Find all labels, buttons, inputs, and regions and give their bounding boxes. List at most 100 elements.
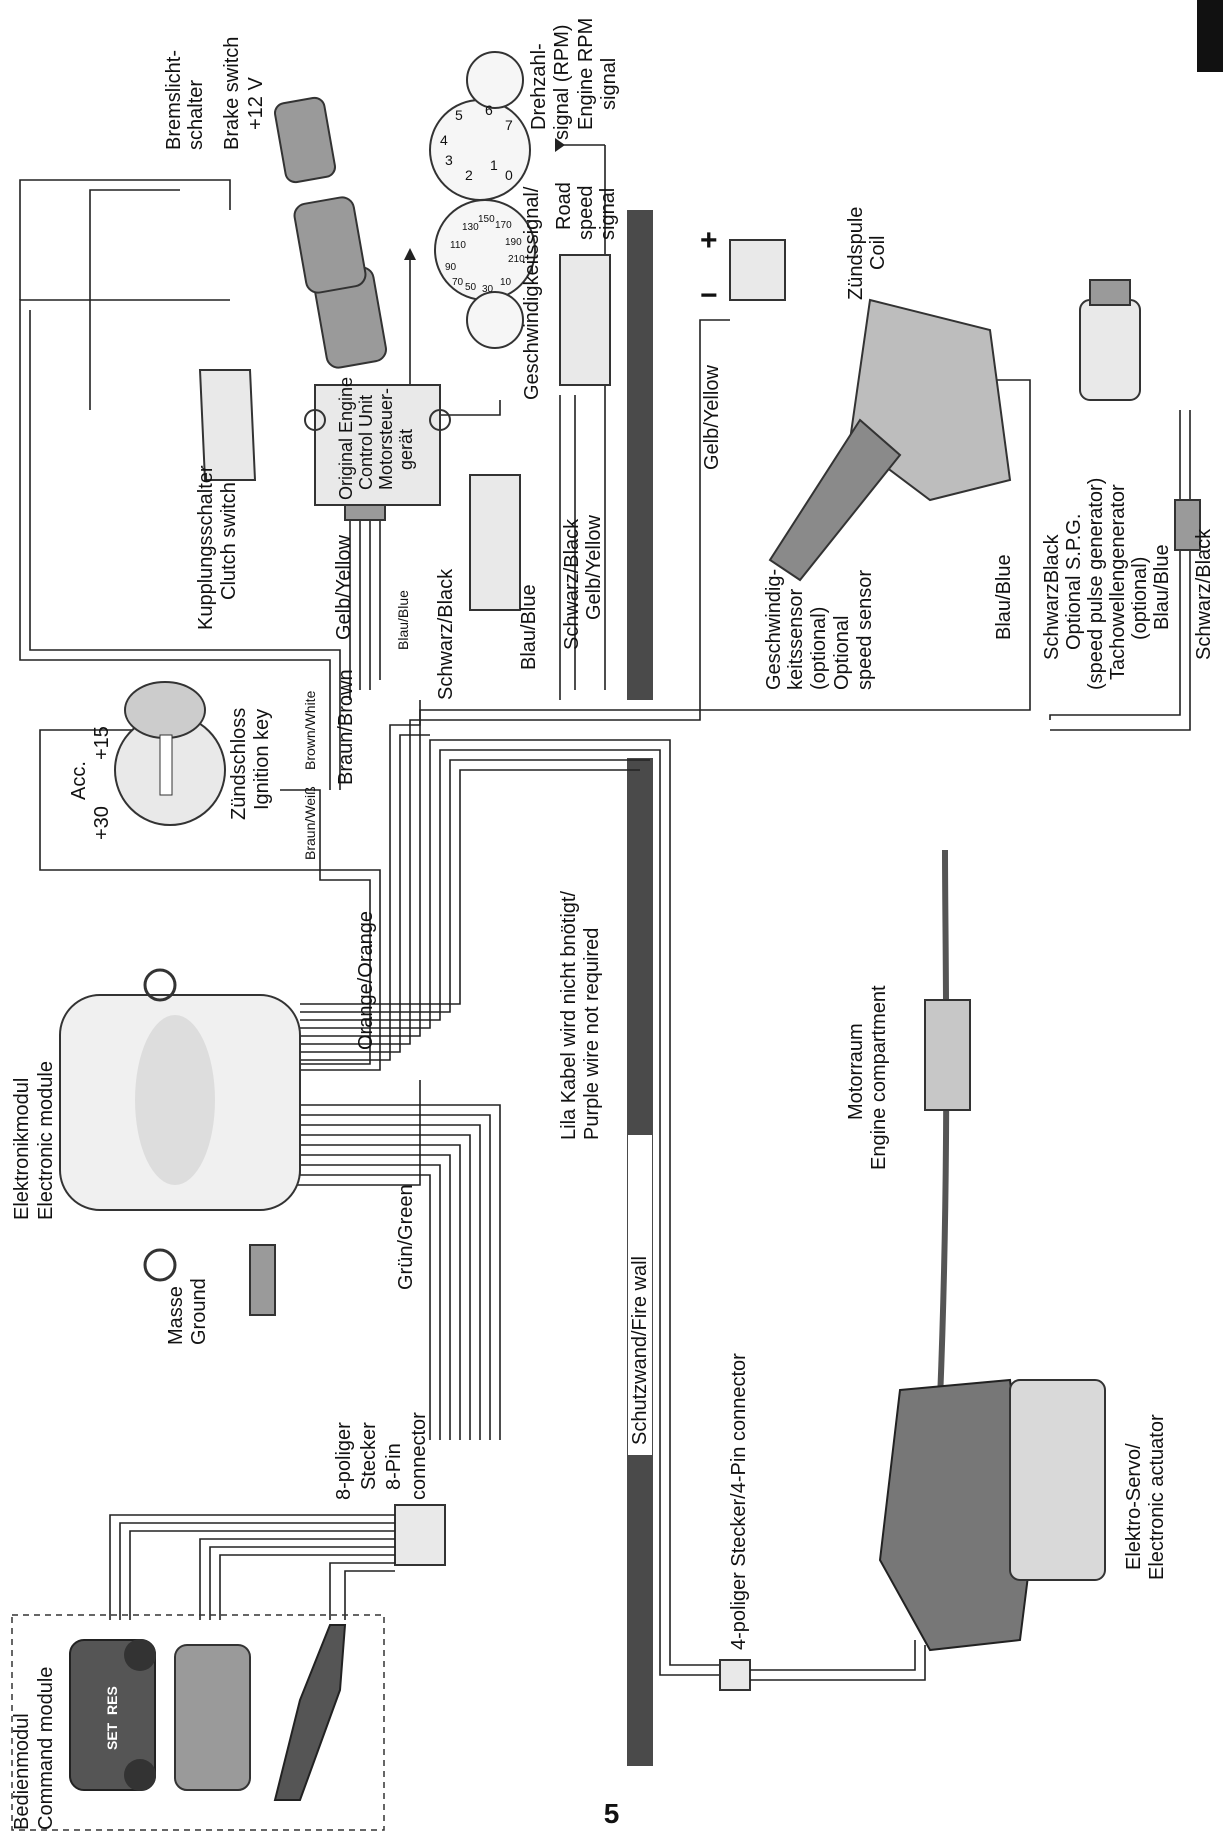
label-brown-white: Brown/White: [302, 690, 318, 770]
label-geschw-signal: Geschwindigkeitssignal/: [521, 186, 543, 400]
label-gs-3: (optional): [808, 607, 830, 690]
label-servo-1: Elektro-Servo/: [1123, 1443, 1145, 1570]
label-stecker-2: Stecker: [358, 1422, 380, 1490]
ignition-key-head[interactable]: [124, 681, 206, 739]
tachometer: [429, 99, 531, 201]
label-coil: Coil: [867, 236, 889, 270]
label-ecu-2: Control Unit: [356, 395, 376, 490]
drive-shaft: [768, 418, 902, 582]
engine-control-unit: [314, 384, 441, 506]
splice-box-speed: [559, 254, 611, 386]
ecu-mount-left: [304, 409, 326, 431]
stalk-lever[interactable]: [273, 1624, 347, 1801]
label-stecker-1: 8-poliger: [333, 1422, 355, 1500]
label-braun-brown: Braun/Brown: [335, 669, 357, 785]
label-spg-5: (optional): [1129, 557, 1151, 640]
label-acc: Acc.: [68, 761, 90, 800]
tacho-num-3: 3: [445, 152, 453, 168]
label-drehzahl-2: signal (RPM): [551, 24, 573, 140]
label-bedien-1: Bedienmodul: [11, 1713, 33, 1830]
label-brake-switch: Brake switch: [221, 37, 243, 150]
page-number: 5: [603, 1798, 620, 1829]
label-rpm-signal: signal: [598, 58, 620, 110]
four-pin-connector: [719, 1659, 751, 1691]
speedo-numbers: 90 70 50 30 10 110 130 150 170 190 210: [445, 214, 525, 295]
label-stecker4: 4-poliger Stecker/4-Pin connector: [728, 1353, 750, 1650]
label-gelb-yellow-coil: Gelb/Yellow: [701, 365, 723, 470]
label-engine-rpm: Engine RPM: [575, 18, 597, 130]
ignition-coil: [729, 239, 786, 301]
tacho-num-1: 1: [490, 157, 498, 173]
label-gelb-yellow-ecu: Gelb/Yellow: [333, 535, 355, 640]
label-plus15: +15: [91, 726, 113, 760]
label-bremslicht-2: schalter: [185, 80, 207, 150]
speedo-num-130: 130: [462, 222, 479, 233]
pedal-brake[interactable]: [293, 195, 368, 294]
label-blau-blue-small: Blau/Blue: [395, 590, 411, 650]
label-gs-2: keitssensor: [785, 589, 807, 690]
label-ecu-1: Original Engine: [336, 377, 356, 500]
command-module-frame: [11, 1614, 385, 1831]
label-zuendspule: Zündspule: [845, 207, 867, 300]
label-road: Road: [553, 182, 575, 230]
ground-bolt: [249, 1244, 276, 1316]
label-gs-4: Optional: [831, 616, 853, 691]
speedo-num-170: 170: [495, 220, 512, 231]
label-drehzahl-1: Drehzahl-: [528, 43, 550, 130]
label-elektronik-1: Elektronikmodul: [11, 1078, 33, 1220]
engine-bay-wall: [627, 210, 653, 700]
rpm-arrow-icon: [555, 138, 565, 152]
mount-ear-bottom: [143, 1248, 177, 1282]
speedo-num-190: 190: [505, 237, 522, 248]
cruise-knob-top: [124, 1639, 156, 1671]
keypad-module[interactable]: [174, 1644, 251, 1791]
speedo-num-210: 210: [508, 254, 525, 265]
pedal-accelerator[interactable]: [273, 96, 336, 184]
speedo-num-30: 30: [482, 284, 494, 295]
label-ecu-3: Motorsteuer-: [376, 388, 396, 490]
label-motorraum-1: Motorraum: [845, 1023, 867, 1120]
command-module-wires: [109, 1514, 395, 1620]
ecu-connector: [344, 504, 386, 521]
speedo-num-50: 50: [465, 282, 477, 293]
label-orange: Orange/Orange: [355, 911, 377, 1050]
label-bremslicht-1: Bremslicht-: [163, 50, 185, 150]
label-servo-2: Electronic actuator: [1146, 1414, 1168, 1580]
firewall-label-box: [628, 1135, 652, 1455]
tacho-num-6: 6: [485, 102, 493, 118]
label-masse: Masse: [165, 1286, 187, 1345]
label-plus12v: +12 V: [245, 77, 267, 130]
electronic-actuator: [878, 1378, 1032, 1652]
label-gruen: Grün/Green: [395, 1184, 417, 1290]
speedometer-sub: [466, 291, 524, 349]
label-schwarz-black-2: Schwarz/Black: [561, 518, 583, 650]
speedo-num-110: 110: [450, 240, 466, 251]
label-bedien-2: Command module: [35, 1667, 57, 1830]
cruise-control-switch[interactable]: [69, 1639, 156, 1791]
label-elektronik-2: Electronic module: [35, 1061, 57, 1220]
label-ignition-key: Ignition key: [251, 709, 273, 810]
label-ground: Ground: [188, 1278, 210, 1345]
label-stecker-3: 8-Pin: [383, 1443, 405, 1490]
eight-pin-connector: [394, 1504, 446, 1566]
speed-arrow-icon: [404, 248, 416, 260]
label-ecu-4: gerät: [396, 429, 416, 470]
tacho-num-2: 2: [465, 167, 473, 183]
tacho-num-5: 5: [455, 107, 463, 123]
tacho-num-4: 4: [440, 132, 448, 148]
speedo-num-10: 10: [500, 277, 512, 288]
splice-box-ecu: [469, 474, 521, 611]
label-clutch: Clutch switch: [218, 482, 240, 600]
label-lila-1: Lila Kabel wird nicht bnötigt/: [558, 891, 580, 1140]
label-gelb-yellow-speed: Gelb/Yellow: [583, 515, 605, 620]
coil-minus: −: [700, 279, 718, 312]
label-braun-weiss: Braun/Weiß: [302, 786, 318, 860]
clutch-switch[interactable]: [198, 369, 257, 481]
label-gs-5: speed sensor: [854, 570, 876, 690]
speed-pulse-generator: [1079, 299, 1141, 401]
label-stecker-4: connector: [408, 1412, 430, 1500]
speedo-num-150: 150: [478, 214, 495, 225]
cable-bracket: [924, 999, 971, 1111]
label-spg-3: (speed pulse generator): [1085, 478, 1107, 690]
ignition-key-blade: [159, 734, 173, 796]
